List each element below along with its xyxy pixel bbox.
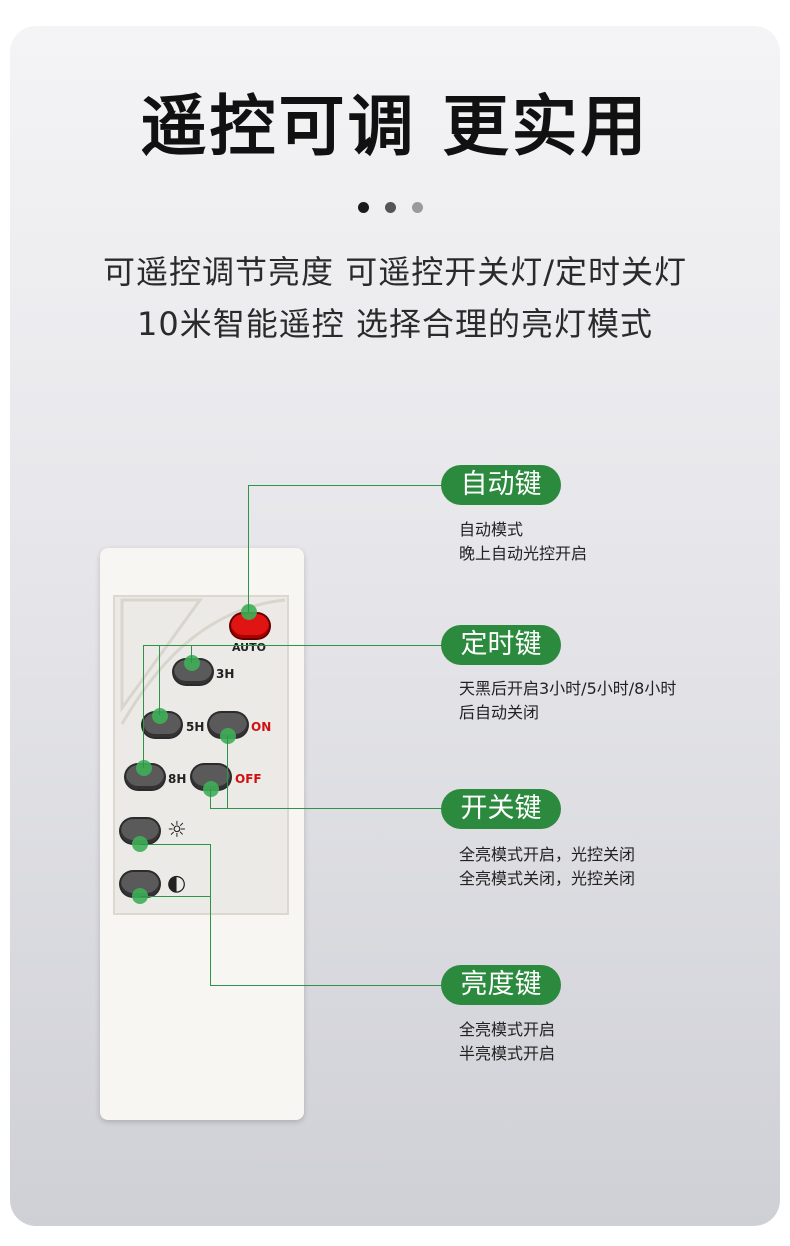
connector-line: [140, 844, 210, 845]
sun-icon: ☼: [167, 818, 187, 843]
brightness-key-desc-1: 全亮模式开启: [459, 1020, 556, 1039]
auto-key-desc-1: 自动模式: [459, 520, 524, 539]
highlight-dot: [241, 604, 257, 620]
half-sun-icon: ◐: [167, 871, 187, 896]
highlight-dot: [152, 708, 168, 724]
power-key-desc-1: 全亮模式开启，光控关闭: [459, 845, 636, 864]
connector-line: [210, 844, 211, 986]
page-title: 遥控可调 更实用: [140, 88, 650, 165]
carousel-dot-3[interactable]: [412, 202, 423, 213]
timer-8h-label: 8H: [168, 772, 187, 786]
connector-line: [143, 645, 144, 768]
timer-key-desc-1: 天黑后开启3小时/5小时/8小时: [459, 679, 677, 698]
connector-line: [227, 736, 228, 809]
subtitle-line-1: 可遥控调节亮度 可遥控开关灯/定时关灯: [103, 253, 687, 291]
timer-5h-label: 5H: [186, 720, 205, 734]
carousel-dots: [358, 202, 423, 213]
timer-3h-label: 3H: [216, 667, 235, 681]
connector-line: [210, 789, 211, 809]
connector-line: [210, 985, 444, 986]
auto-key-tag: 自动键: [441, 465, 561, 505]
highlight-dot: [203, 781, 219, 797]
connector-line: [191, 645, 192, 663]
auto-key-desc-2: 晚上自动光控开启: [459, 544, 588, 563]
connector-line: [140, 896, 210, 897]
connector-line: [248, 485, 249, 612]
power-key-desc-2: 全亮模式关闭，光控关闭: [459, 869, 636, 888]
highlight-dot: [136, 760, 152, 776]
timer-key-desc-2: 后自动关闭: [459, 703, 540, 722]
carousel-dot-1[interactable]: [358, 202, 369, 213]
connector-line: [210, 808, 444, 809]
connector-line: [248, 485, 444, 486]
brightness-key-desc-2: 半亮模式开启: [459, 1044, 556, 1063]
power-key-tag: 开关键: [441, 789, 561, 829]
off-label: OFF: [235, 772, 262, 786]
highlight-dot: [184, 655, 200, 671]
on-label: ON: [251, 720, 272, 734]
carousel-dot-2[interactable]: [385, 202, 396, 213]
auto-label: AUTO: [232, 641, 266, 654]
connector-line: [143, 645, 444, 646]
connector-line: [159, 645, 160, 715]
highlight-dot: [220, 728, 236, 744]
brightness-key-tag: 亮度键: [441, 965, 561, 1005]
subtitle-line-2: 10米智能遥控 选择合理的亮灯模式: [137, 305, 653, 343]
timer-key-tag: 定时键: [441, 625, 561, 665]
